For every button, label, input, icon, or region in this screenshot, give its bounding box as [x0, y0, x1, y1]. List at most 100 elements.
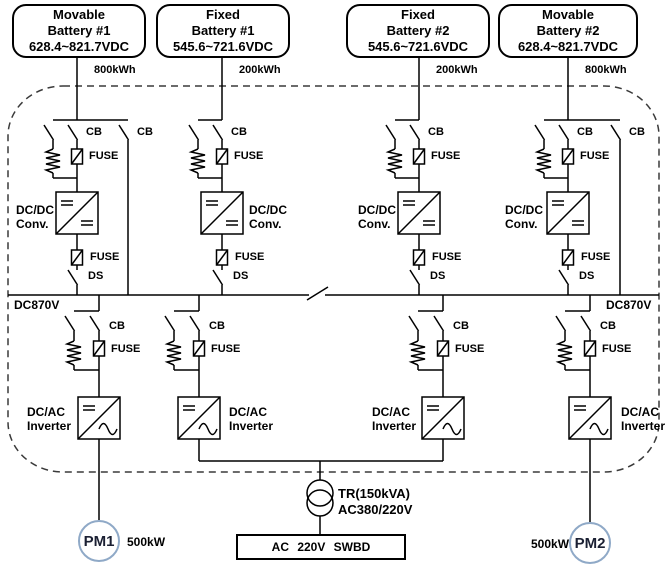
propulsion-motor-pm1: PM1 [78, 520, 120, 562]
precharge-inductor-icon [557, 340, 573, 366]
ds-label: DS [579, 270, 595, 282]
fuse-label: FUSE [581, 251, 611, 263]
dcdc-converter-label: DC/DC Conv. [249, 203, 287, 231]
dc-bus-voltage-label-left: DC870V [14, 298, 60, 312]
battery-branch-1 [43, 58, 130, 295]
inverter-branch-1 [64, 295, 121, 520]
dcac-inverter-label: DC/AC Inverter [27, 405, 71, 433]
fuse-label: FUSE [580, 150, 610, 162]
battery-capacity-label: 800kWh [585, 64, 627, 76]
ac-switchboard-label: AC 220V SWBD [271, 540, 371, 554]
cb-switch-icon [212, 124, 224, 141]
dc-bus-voltage-label-right: DC870V [606, 298, 652, 312]
dcac-inverter-label: DC/AC Inverter [229, 405, 273, 433]
cb-label: CB [86, 126, 102, 138]
fuse-icon [583, 340, 597, 357]
battery-branch-4 [534, 58, 622, 295]
ds-label: DS [88, 270, 104, 282]
dcac-inverter-icon [568, 396, 612, 440]
cb-switch-icon [67, 124, 79, 141]
fuse-icon [70, 249, 84, 266]
dcdc-label-line1: DC/DC [16, 203, 54, 217]
battery-unit: Battery #1 [47, 23, 111, 38]
dcac-inverter-label: DC/AC Inverter [372, 405, 416, 433]
propulsion-motor-pm2: PM2 [569, 522, 611, 564]
dcdc-converter-icon [397, 191, 441, 235]
precharge-inductor-icon [166, 340, 182, 366]
fuse-label: FUSE [235, 251, 265, 263]
precharge-switch-icon [188, 124, 200, 141]
battery-type: Movable [541, 7, 594, 22]
dcac-label-line2: Inverter [229, 419, 274, 433]
ac-collector-line [199, 460, 443, 480]
dcac-label-line2: Inverter [621, 419, 666, 433]
battery-box-3: Fixed Battery #2 545.6~721.6VDC [346, 4, 490, 58]
battery-voltage-range: 628.4~821.7VDC [517, 39, 619, 54]
dcdc-converter-icon [200, 191, 244, 235]
fuse-icon [412, 148, 426, 165]
battery-voltage-range: 628.4~821.7VDC [28, 39, 130, 54]
fuse-icon [561, 249, 575, 266]
fuse-icon [561, 148, 575, 165]
precharge-inductor-icon [190, 148, 206, 174]
dcac-label-line2: Inverter [372, 419, 417, 433]
cb-switch-icon [580, 315, 592, 332]
fuse-label: FUSE [455, 343, 485, 355]
dcac-label-line1: DC/AC [372, 405, 410, 419]
battery-type: Fixed [206, 7, 240, 22]
dcac-label-line2: Inverter [27, 419, 72, 433]
fuse-label: FUSE [111, 343, 141, 355]
cb-label: CB [577, 126, 593, 138]
dcdc-label-line2: Conv. [505, 217, 538, 231]
precharge-switch-icon [385, 124, 397, 141]
dcdc-converter-icon [55, 191, 99, 235]
dcdc-converter-label: DC/DC Conv. [505, 203, 543, 231]
dcac-label-line1: DC/AC [27, 405, 65, 419]
ds-switch-icon [558, 269, 570, 286]
cb-label: CB [209, 320, 225, 332]
battery-capacity-label: 200kWh [436, 64, 478, 76]
ds-label: DS [430, 270, 446, 282]
transformer-icon [306, 479, 334, 534]
cb-switch-icon [409, 124, 421, 141]
dc-bus-line [8, 286, 659, 301]
dcdc-label-line1: DC/DC [505, 203, 543, 217]
battery-box-4: Movable Battery #2 628.4~821.7VDC [498, 4, 638, 58]
battery-capacity-label: 800kWh [94, 64, 136, 76]
dcac-label-line1: DC/AC [229, 405, 267, 419]
precharge-inductor-icon [387, 148, 403, 174]
battery-voltage-range: 545.6~721.6VDC [172, 39, 274, 54]
cb-switch-icon [558, 124, 570, 141]
fuse-label: FUSE [602, 343, 632, 355]
cb-switch-icon [89, 315, 101, 332]
fuse-label: FUSE [431, 150, 461, 162]
dcdc-label-line2: Conv. [249, 217, 282, 231]
dcac-inverter-icon [77, 396, 121, 440]
bypass-cb-switch-icon [118, 124, 130, 141]
cb-label: CB [428, 126, 444, 138]
bypass-cb-switch-icon [610, 124, 622, 141]
fuse-label: FUSE [211, 343, 241, 355]
fuse-label: FUSE [234, 150, 264, 162]
dcdc-converter-icon [546, 191, 590, 235]
bus-tie-switch-icon [306, 286, 329, 301]
battery-type: Movable [52, 7, 105, 22]
cb-label: CB [600, 320, 616, 332]
transformer-voltage-label: AC380/220V [338, 502, 413, 517]
dcac-inverter-icon [421, 396, 465, 440]
fuse-label: FUSE [90, 251, 120, 263]
dcdc-converter-label: DC/DC Conv. [16, 203, 54, 231]
inverter-branch-2 [164, 295, 221, 461]
cb-switch-icon [433, 315, 445, 332]
ds-switch-icon [212, 269, 224, 286]
fuse-icon [92, 340, 106, 357]
pm1-label: PM1 [83, 532, 115, 550]
precharge-inductor-icon [45, 148, 61, 174]
cb-switch-icon [189, 315, 201, 332]
battery-box-1: Movable Battery #1 628.4~821.7VDC [12, 4, 146, 58]
battery-capacity-label: 200kWh [239, 64, 281, 76]
battery-box-2: Fixed Battery #1 545.6~721.6VDC [156, 4, 290, 58]
dcdc-label-line2: Conv. [358, 217, 391, 231]
dcdc-label-line1: DC/DC [358, 203, 396, 217]
